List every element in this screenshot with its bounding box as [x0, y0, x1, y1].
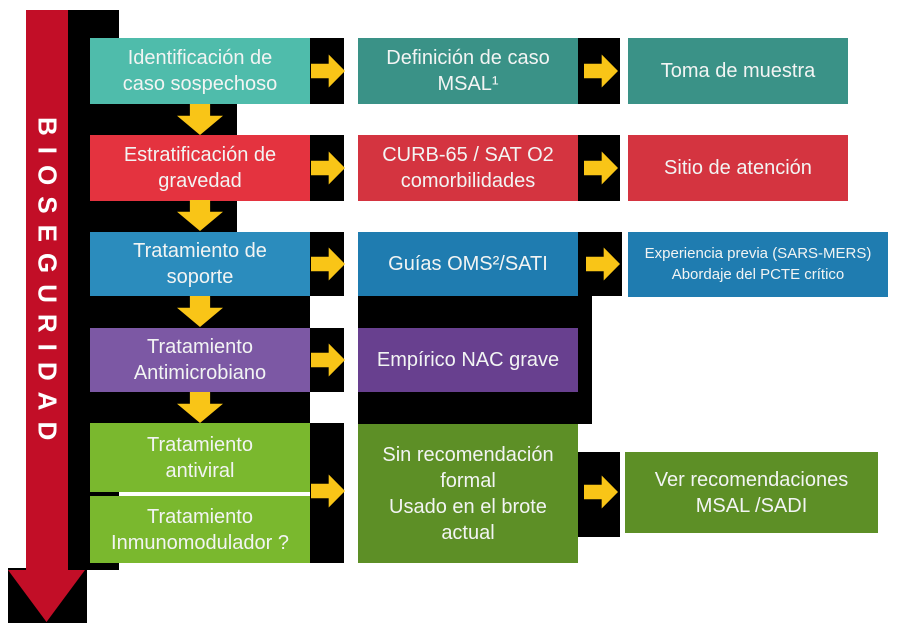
- step-ver-recomendaciones-box: Ver recomendaciones MSAL /SADI: [625, 452, 878, 533]
- step-curb65-line1: CURB-65 / SAT O2: [382, 144, 554, 166]
- step-ver-recomendaciones-line1: Ver recomendaciones: [654, 468, 849, 491]
- step-antimicrobiano-line1: Tratamiento: [147, 336, 253, 358]
- step-curb65-line2: comorbilidades: [400, 170, 536, 192]
- step-definicion-caso-box: Definición de caso MSAL¹: [358, 38, 578, 104]
- step-sin-recomendacion-line1: Sin recomendación: [382, 443, 554, 466]
- step-sitio-atencion-line1: Sitio de atención: [664, 157, 812, 179]
- step-sin-recomendacion-box: Sin recomendación formal Usado en el bro…: [358, 424, 578, 563]
- step-guias-oms-line1: Guías OMS²/SATI: [388, 253, 548, 275]
- step-identificacion-box: Identificación de caso sospechoso: [90, 38, 310, 104]
- step-antiviral-box: Tratamiento antiviral: [90, 423, 310, 492]
- step-experiencia-previa-line2: Abordaje del PCTE crítico: [671, 265, 845, 283]
- step-empirico-nac-box: Empírico NAC grave: [358, 328, 578, 392]
- step-curb65-box: CURB-65 / SAT O2 comorbilidades: [358, 135, 578, 201]
- step-experiencia-previa-box: Experiencia previa (SARS-MERS) Abordaje …: [628, 232, 888, 297]
- step-empirico-nac-line1: Empírico NAC grave: [376, 349, 560, 371]
- step-estratificacion-line2: gravedad: [158, 170, 242, 192]
- step-definicion-caso-line1: Definición de caso: [386, 47, 550, 69]
- step-inmunomodulador-line2: Inmunomodulador ?: [111, 531, 289, 554]
- step-soporte-line1: Tratamiento de: [133, 240, 267, 262]
- step-inmunomodulador-box: Tratamiento Inmunomodulador ?: [90, 496, 310, 563]
- step-antiviral-line2: antiviral: [165, 459, 235, 482]
- step-experiencia-previa-line1: Experiencia previa (SARS-MERS): [644, 245, 872, 263]
- step-antimicrobiano-line2: Antimicrobiano: [133, 362, 267, 384]
- step-sin-recomendacion-line3: Usado en el brote: [389, 495, 547, 518]
- step-sin-recomendacion-line2: formal: [440, 469, 496, 492]
- step-guias-oms-box: Guías OMS²/SATI: [358, 232, 578, 296]
- step-definicion-caso-line2: MSAL¹: [437, 73, 499, 95]
- step-sin-recomendacion-line4: actual: [441, 521, 495, 544]
- step-antiviral-line1: Tratamiento: [147, 433, 253, 456]
- step-toma-muestra-box: Toma de muestra: [628, 38, 848, 104]
- step-identificacion-line1: Identificación de: [127, 47, 273, 69]
- biosecurity-label: BIOSEGURIDAD: [32, 116, 63, 452]
- step-antimicrobiano-box: Tratamiento Antimicrobiano: [90, 328, 310, 392]
- step-sitio-atencion-box: Sitio de atención: [628, 135, 848, 201]
- biosecurity-arrow-shaft: [26, 10, 68, 572]
- step-soporte-line2: soporte: [166, 266, 234, 288]
- step-estratificacion-line1: Estratificación de: [123, 144, 277, 166]
- step-estratificacion-box: Estratificación de gravedad: [90, 135, 310, 201]
- step-inmunomodulador-line1: Tratamiento: [147, 505, 253, 528]
- step-soporte-box: Tratamiento de soporte: [90, 232, 310, 296]
- step-toma-muestra-line1: Toma de muestra: [660, 60, 816, 82]
- step-ver-recomendaciones-line2: MSAL /SADI: [695, 494, 808, 517]
- step-identificacion-line2: caso sospechoso: [122, 73, 278, 95]
